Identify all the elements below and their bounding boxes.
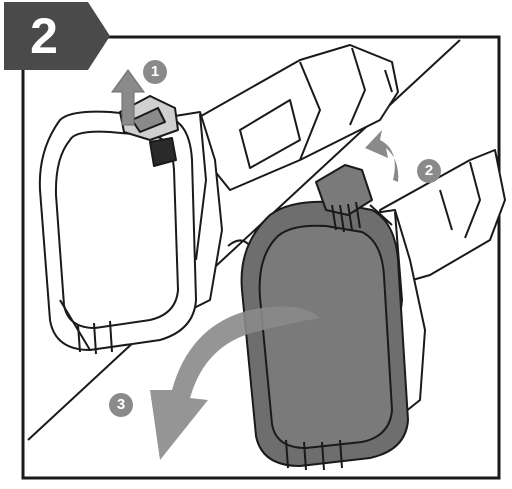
curved-up-arrow-icon [365, 130, 399, 182]
step-number: 2 [30, 8, 58, 64]
callout-3: 3 [109, 393, 133, 417]
callout-1: 1 [143, 60, 167, 84]
tool-before [38, 44, 399, 355]
step-badge-shape [4, 2, 110, 70]
up-arrow-icon [111, 69, 145, 126]
step-badge: 2 [0, 0, 108, 70]
tool-after [240, 149, 506, 471]
curved-down-arrow-icon [150, 306, 320, 460]
callout-2: 2 [417, 159, 441, 183]
